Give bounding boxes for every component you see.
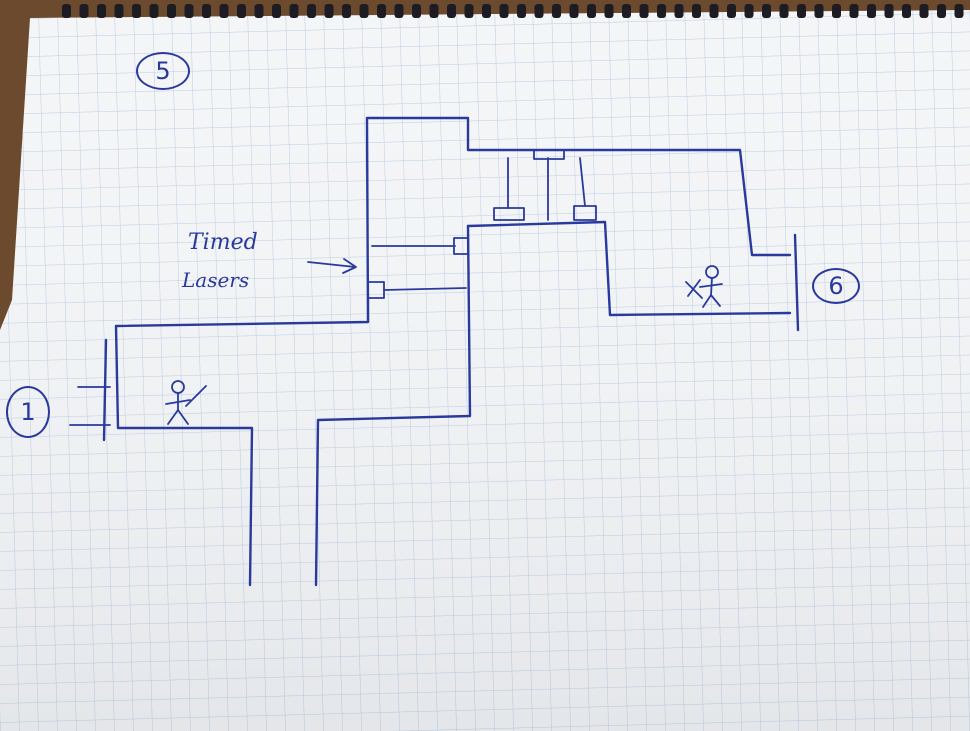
laser-emitter — [534, 150, 564, 159]
laser-emitter — [574, 206, 596, 220]
laser-emitter — [454, 238, 468, 254]
laser-emitter — [494, 208, 524, 220]
map-wall-right-room — [316, 226, 470, 585]
timed-laser-beam — [384, 288, 466, 290]
level-number-right-text: 6 — [828, 272, 843, 300]
annotation-timed: Timed — [188, 232, 258, 254]
stick-figure-enemy-icon — [686, 266, 722, 307]
level-number-left-text: 1 — [20, 398, 35, 426]
level-number-top: 5 — [136, 52, 190, 90]
map-wall-left-room — [116, 118, 790, 585]
laser-emitter — [368, 282, 384, 298]
level-number-right: 6 — [812, 268, 860, 304]
level-number-left: 1 — [6, 386, 50, 438]
level-number-top-text: 5 — [155, 57, 170, 85]
annotation-lasers: Lasers — [182, 270, 249, 290]
map-wall-corridor — [468, 222, 790, 315]
stick-figure-player-icon — [166, 381, 206, 424]
laser-piston — [580, 158, 585, 206]
exit-door-right — [795, 235, 798, 330]
arrow-icon — [308, 259, 356, 273]
